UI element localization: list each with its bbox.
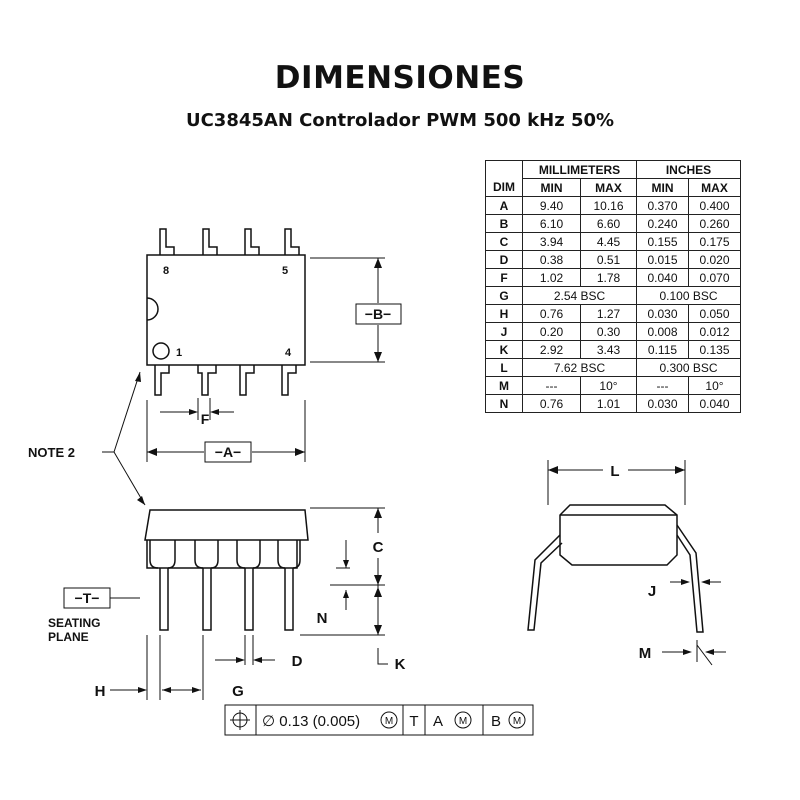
dim-cell: N bbox=[485, 394, 523, 413]
value-cell: 6.10 bbox=[522, 214, 581, 233]
value-cell: 0.20 bbox=[522, 322, 581, 341]
value-cell: 0.175 bbox=[688, 232, 741, 251]
chip-body-end bbox=[559, 504, 678, 566]
value-cell: 0.240 bbox=[636, 214, 689, 233]
top-pins bbox=[154, 228, 300, 396]
pin-5-label: 5 bbox=[282, 265, 288, 277]
value-cell: 10.16 bbox=[580, 196, 637, 215]
seating-plane-label-2: PLANE bbox=[48, 630, 89, 644]
datum-b: B bbox=[491, 713, 501, 730]
dim-k-label: K bbox=[395, 656, 406, 673]
side-pins bbox=[159, 568, 294, 631]
value-cell: 0.300 BSC bbox=[636, 358, 741, 377]
mmc-icon: M bbox=[385, 716, 393, 727]
tolerance-value: ∅ 0.13 (0.005) bbox=[262, 713, 360, 730]
dim-l-label: L bbox=[610, 463, 619, 480]
value-cell: 0.76 bbox=[522, 394, 581, 413]
column-header: DIM bbox=[485, 178, 523, 197]
pin-4-label: 4 bbox=[285, 347, 292, 359]
side-view: C N K −T− SEATING PLANE D H G bbox=[48, 507, 406, 700]
value-cell: 0.30 bbox=[580, 322, 637, 341]
dim-b-label: −B− bbox=[365, 306, 391, 322]
page-title: DIMENSIONES bbox=[274, 60, 526, 96]
value-cell: 0.020 bbox=[688, 250, 741, 269]
chip-body-side bbox=[144, 509, 309, 541]
value-cell: 0.155 bbox=[636, 232, 689, 251]
end-view: L J M bbox=[527, 460, 726, 666]
value-cell: 0.400 bbox=[688, 196, 741, 215]
seating-plane-label-1: SEATING bbox=[48, 616, 100, 630]
pin-1-label: 1 bbox=[176, 347, 182, 359]
value-cell: 0.040 bbox=[688, 394, 741, 413]
datum-t-label: −T− bbox=[75, 590, 100, 606]
note-2-label: NOTE 2 bbox=[28, 445, 75, 460]
value-cell: 4.45 bbox=[580, 232, 637, 251]
datum-a: A bbox=[433, 713, 443, 730]
value-cell: 0.370 bbox=[636, 196, 689, 215]
value-cell: 0.260 bbox=[688, 214, 741, 233]
value-cell: 9.40 bbox=[522, 196, 581, 215]
mmc-icon: M bbox=[459, 716, 467, 727]
group-header: MILLIMETERS bbox=[522, 160, 637, 179]
datum-t: T bbox=[409, 713, 418, 730]
dim-c-label: C bbox=[373, 539, 384, 556]
value-cell: 0.76 bbox=[522, 304, 581, 323]
pin1-marker bbox=[152, 342, 170, 360]
dim-g-label: G bbox=[232, 683, 244, 700]
value-cell: 1.01 bbox=[580, 394, 637, 413]
dim-j-label: J bbox=[648, 583, 656, 600]
value-cell: 2.92 bbox=[522, 340, 581, 359]
column-header: MAX bbox=[688, 178, 741, 197]
dim-n-label: N bbox=[317, 610, 328, 627]
dim-h-label: H bbox=[95, 683, 106, 700]
chip-body-top bbox=[146, 254, 306, 366]
tolerance-frame: ∅ 0.13 (0.005) M T A M B M bbox=[224, 704, 534, 736]
mmc-icon: M bbox=[513, 716, 521, 727]
top-view: 8 5 1 4 −B− F −A− bbox=[146, 228, 402, 463]
dim-m-label: M bbox=[639, 645, 652, 662]
table-row: M---10°---10° bbox=[485, 376, 741, 395]
dim-a-label: −A− bbox=[215, 444, 241, 460]
pin-8-label: 8 bbox=[163, 265, 169, 277]
value-cell: 0.030 bbox=[636, 394, 689, 413]
notch bbox=[146, 297, 159, 321]
dim-f-label: F bbox=[201, 411, 210, 427]
page-subtitle: UC3845AN Controlador PWM 500 kHz 50% bbox=[185, 110, 615, 131]
dim-d-label: D bbox=[292, 653, 303, 670]
